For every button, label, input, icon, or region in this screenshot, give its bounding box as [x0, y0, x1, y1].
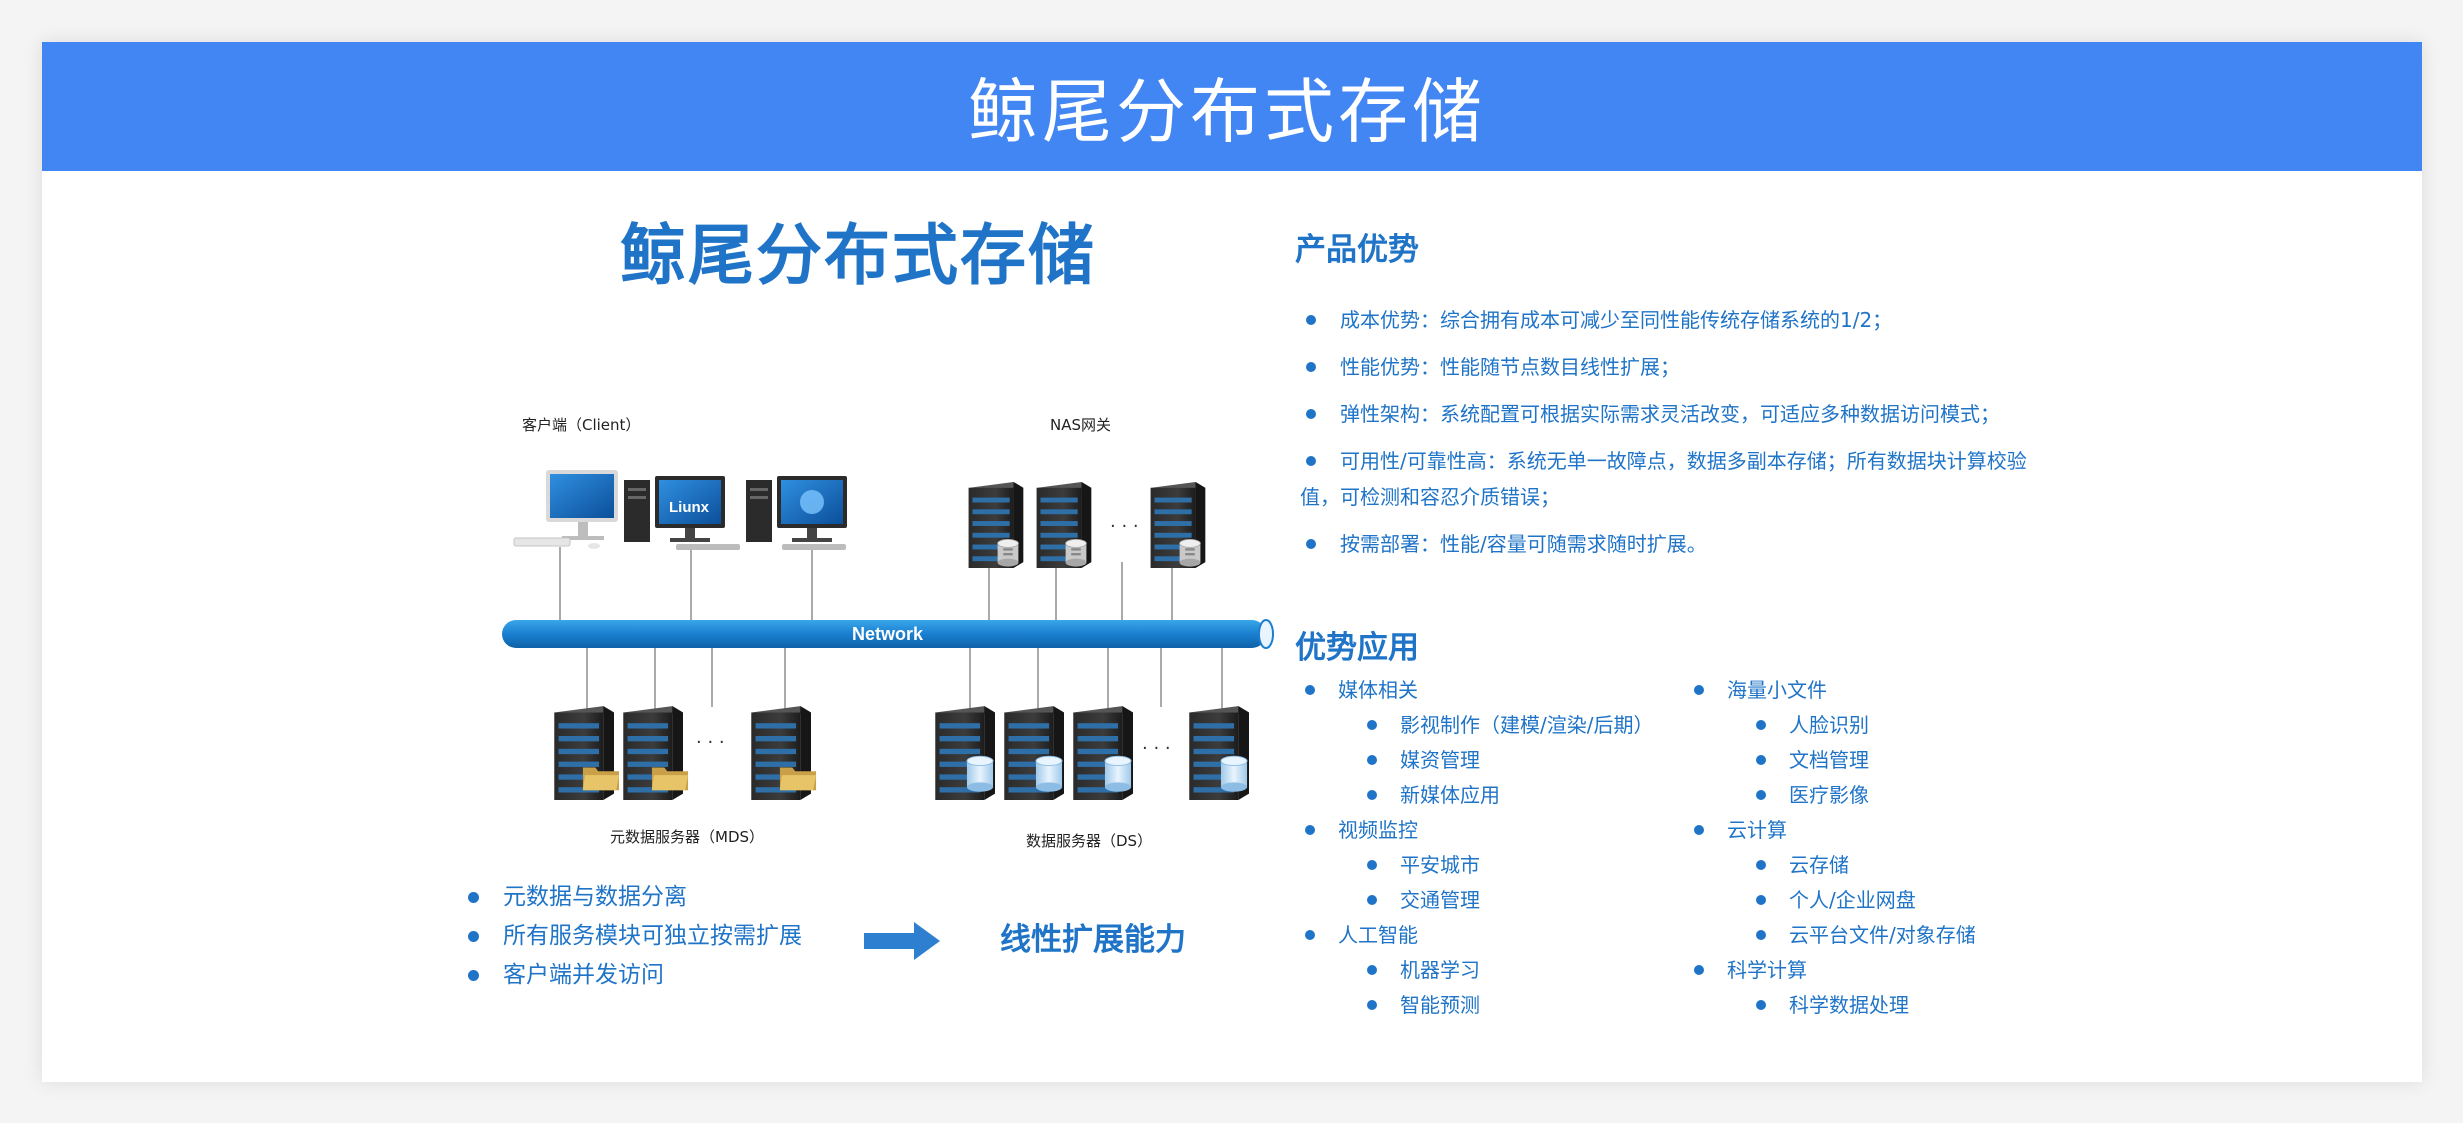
client-connectors	[559, 547, 813, 620]
network-label: Network	[852, 624, 924, 644]
application-subitem: 个人/企业网盘	[1687, 883, 1976, 918]
application-category: 科学计算	[1687, 953, 1976, 988]
application-subitem: 科学数据处理	[1687, 988, 1976, 1023]
feature-item: 客户端并发访问	[464, 956, 802, 995]
application-subitem: 平安城市	[1298, 848, 1653, 883]
ds-label: 数据服务器（DS）	[1026, 832, 1152, 850]
diagram-title: 鲸尾分布式存储	[620, 217, 1096, 294]
advantages-title: 产品优势	[1295, 232, 1419, 268]
advantage-item: 弹性架构：系统配置可根据实际需求灵活改变，可适应多种数据访问模式；	[1300, 396, 2040, 432]
client-linux-pc: Liunx	[624, 476, 740, 550]
architecture-diagram: 客户端（Client） NAS网关	[502, 416, 1274, 850]
application-group: 媒体相关 影视制作（建模/渲染/后期） 媒资管理 新媒体应用	[1298, 673, 1653, 813]
application-category: 云计算	[1687, 813, 1976, 848]
advantage-item: 可用性/可靠性高：系统无单一故障点，数据多副本存储；所有数据块计算校验值，可检测…	[1300, 443, 2040, 515]
application-subitem: 机器学习	[1298, 953, 1653, 988]
application-subitem: 媒资管理	[1298, 743, 1653, 778]
application-subitem: 医疗影像	[1687, 778, 1976, 813]
banner-title: 鲸尾分布式存储	[968, 71, 1486, 153]
linux-screen-text: Liunx	[669, 499, 710, 516]
mds-server-2	[623, 706, 689, 800]
advantage-item: 成本优势：综合拥有成本可减少至同性能传统存储系统的1/2；	[1300, 302, 2040, 338]
application-subitem: 文档管理	[1687, 743, 1976, 778]
application-group: 视频监控 平安城市 交通管理	[1298, 813, 1653, 918]
application-subitem: 云存储	[1687, 848, 1976, 883]
application-category: 人工智能	[1298, 918, 1653, 953]
feature-list: 元数据与数据分离 所有服务模块可独立按需扩展 客户端并发访问	[464, 878, 802, 995]
nas-label: NAS网关	[1050, 416, 1111, 434]
nas-ellipsis: · · ·	[1110, 516, 1139, 537]
title-banner: 鲸尾分布式存储	[42, 42, 2422, 171]
network-bus: Network	[502, 619, 1274, 649]
slide-card: 鲸尾分布式存储 鲸尾分布式存储	[42, 42, 2422, 1082]
application-subitem: 新媒体应用	[1298, 778, 1653, 813]
mds-label: 元数据服务器（MDS）	[610, 828, 764, 846]
feature-item: 元数据与数据分离	[464, 878, 802, 917]
client-label: 客户端（Client）	[522, 416, 640, 434]
client-windows-pc	[746, 476, 847, 550]
nas-server-2	[1036, 481, 1092, 568]
advantage-item: 按需部署：性能/容量可随需求随时扩展。	[1300, 526, 2040, 562]
application-subitem: 云平台文件/对象存储	[1687, 918, 1976, 953]
feature-item: 所有服务模块可独立按需扩展	[464, 917, 802, 956]
applications-title: 优势应用	[1295, 630, 1419, 666]
ds-server-1	[935, 706, 995, 800]
application-group: 人工智能 机器学习 智能预测	[1298, 918, 1653, 1023]
nas-server-1	[968, 481, 1024, 568]
application-subitem: 影视制作（建模/渲染/后期）	[1298, 708, 1653, 743]
server-connectors	[586, 648, 1223, 712]
application-category: 视频监控	[1298, 813, 1653, 848]
application-category: 海量小文件	[1687, 673, 1976, 708]
application-group: 云计算 云存储 个人/企业网盘 云平台文件/对象存储	[1687, 813, 1976, 953]
applications-left-column: 媒体相关 影视制作（建模/渲染/后期） 媒资管理 新媒体应用 视频监控 平安城市…	[1298, 673, 1653, 1023]
ds-ellipsis: · · ·	[1142, 738, 1171, 759]
nas-server-3	[1150, 481, 1206, 568]
application-subitem: 智能预测	[1298, 988, 1653, 1023]
ds-server-2	[1004, 706, 1064, 800]
mds-server-1	[554, 706, 620, 800]
application-group: 科学计算 科学数据处理	[1687, 953, 1976, 1023]
right-arrow-icon	[864, 922, 940, 960]
applications-right-column: 海量小文件 人脸识别 文档管理 医疗影像 云计算 云存储 个人/企业网盘 云平台…	[1687, 673, 1976, 1023]
conclusion-label: 线性扩展能力	[1000, 922, 1186, 958]
advantages-list: 成本优势：综合拥有成本可减少至同性能传统存储系统的1/2； 性能优势：性能随节点…	[1300, 302, 2040, 573]
nas-connectors	[988, 562, 1173, 620]
client-imac	[513, 470, 618, 549]
ds-server-3	[1073, 706, 1133, 800]
ds-server-4	[1189, 706, 1249, 800]
application-subitem: 人脸识别	[1687, 708, 1976, 743]
application-category: 媒体相关	[1298, 673, 1653, 708]
application-subitem: 交通管理	[1298, 883, 1653, 918]
advantage-item: 性能优势：性能随节点数目线性扩展；	[1300, 349, 2040, 385]
mds-ellipsis: · · ·	[696, 732, 725, 753]
application-group: 海量小文件 人脸识别 文档管理 医疗影像	[1687, 673, 1976, 813]
mds-server-3	[751, 706, 817, 800]
